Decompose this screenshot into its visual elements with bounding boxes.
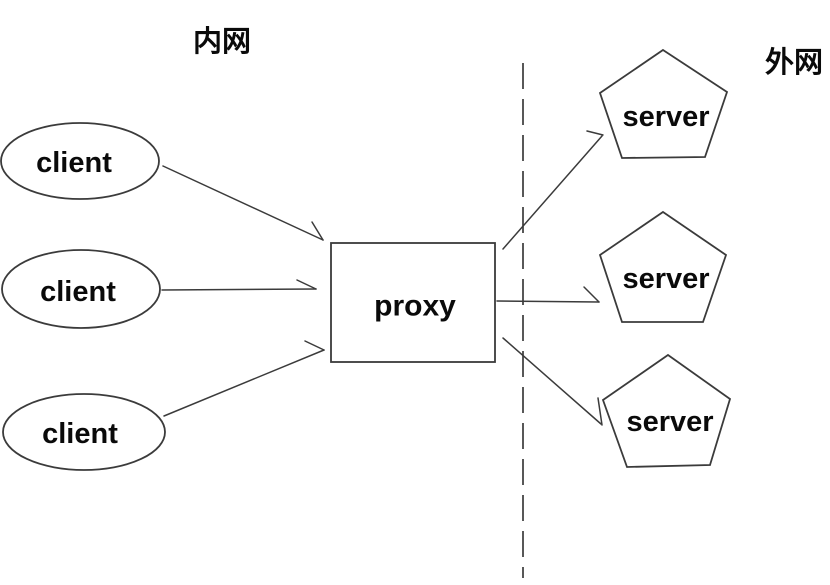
arrowhead-icon (296, 279, 317, 290)
client-label-1: client (36, 147, 112, 179)
proxy-box (330, 242, 496, 363)
server-label-1: server (622, 101, 709, 133)
server-pentagon-2 (598, 210, 728, 323)
client-ellipse-1 (0, 122, 160, 200)
server-pentagon-1 (598, 48, 729, 159)
external-zone-label: 外网 (765, 46, 823, 79)
server-label-3: server (626, 406, 713, 438)
arrow-proxy-to-server2 (496, 286, 600, 303)
client-ellipse-3 (2, 393, 166, 471)
arrow-proxy-to-server1 (502, 130, 604, 250)
diagram-labels: 内网 外网 client client client proxy server … (36, 25, 823, 450)
arrowhead-icon (583, 286, 600, 303)
arrow-client2-to-proxy (161, 279, 317, 291)
server-pentagon-3 (601, 353, 732, 468)
arrowhead-icon (304, 340, 325, 351)
arrowhead-icon (597, 397, 603, 426)
arrow-proxy-to-server3 (502, 337, 603, 426)
proxy-label: proxy (374, 290, 456, 323)
arrow-client1-to-proxy (162, 165, 324, 241)
client-ellipse-2 (1, 249, 161, 329)
internal-zone-label: 内网 (193, 25, 251, 58)
server-label-2: server (622, 263, 709, 295)
client-label-2: client (40, 276, 116, 308)
arrowhead-icon (311, 221, 324, 241)
client-label-3: client (42, 418, 118, 450)
arrow-client3-to-proxy (163, 340, 325, 417)
diagram-shapes (0, 48, 732, 578)
arrowhead-icon (586, 130, 604, 136)
